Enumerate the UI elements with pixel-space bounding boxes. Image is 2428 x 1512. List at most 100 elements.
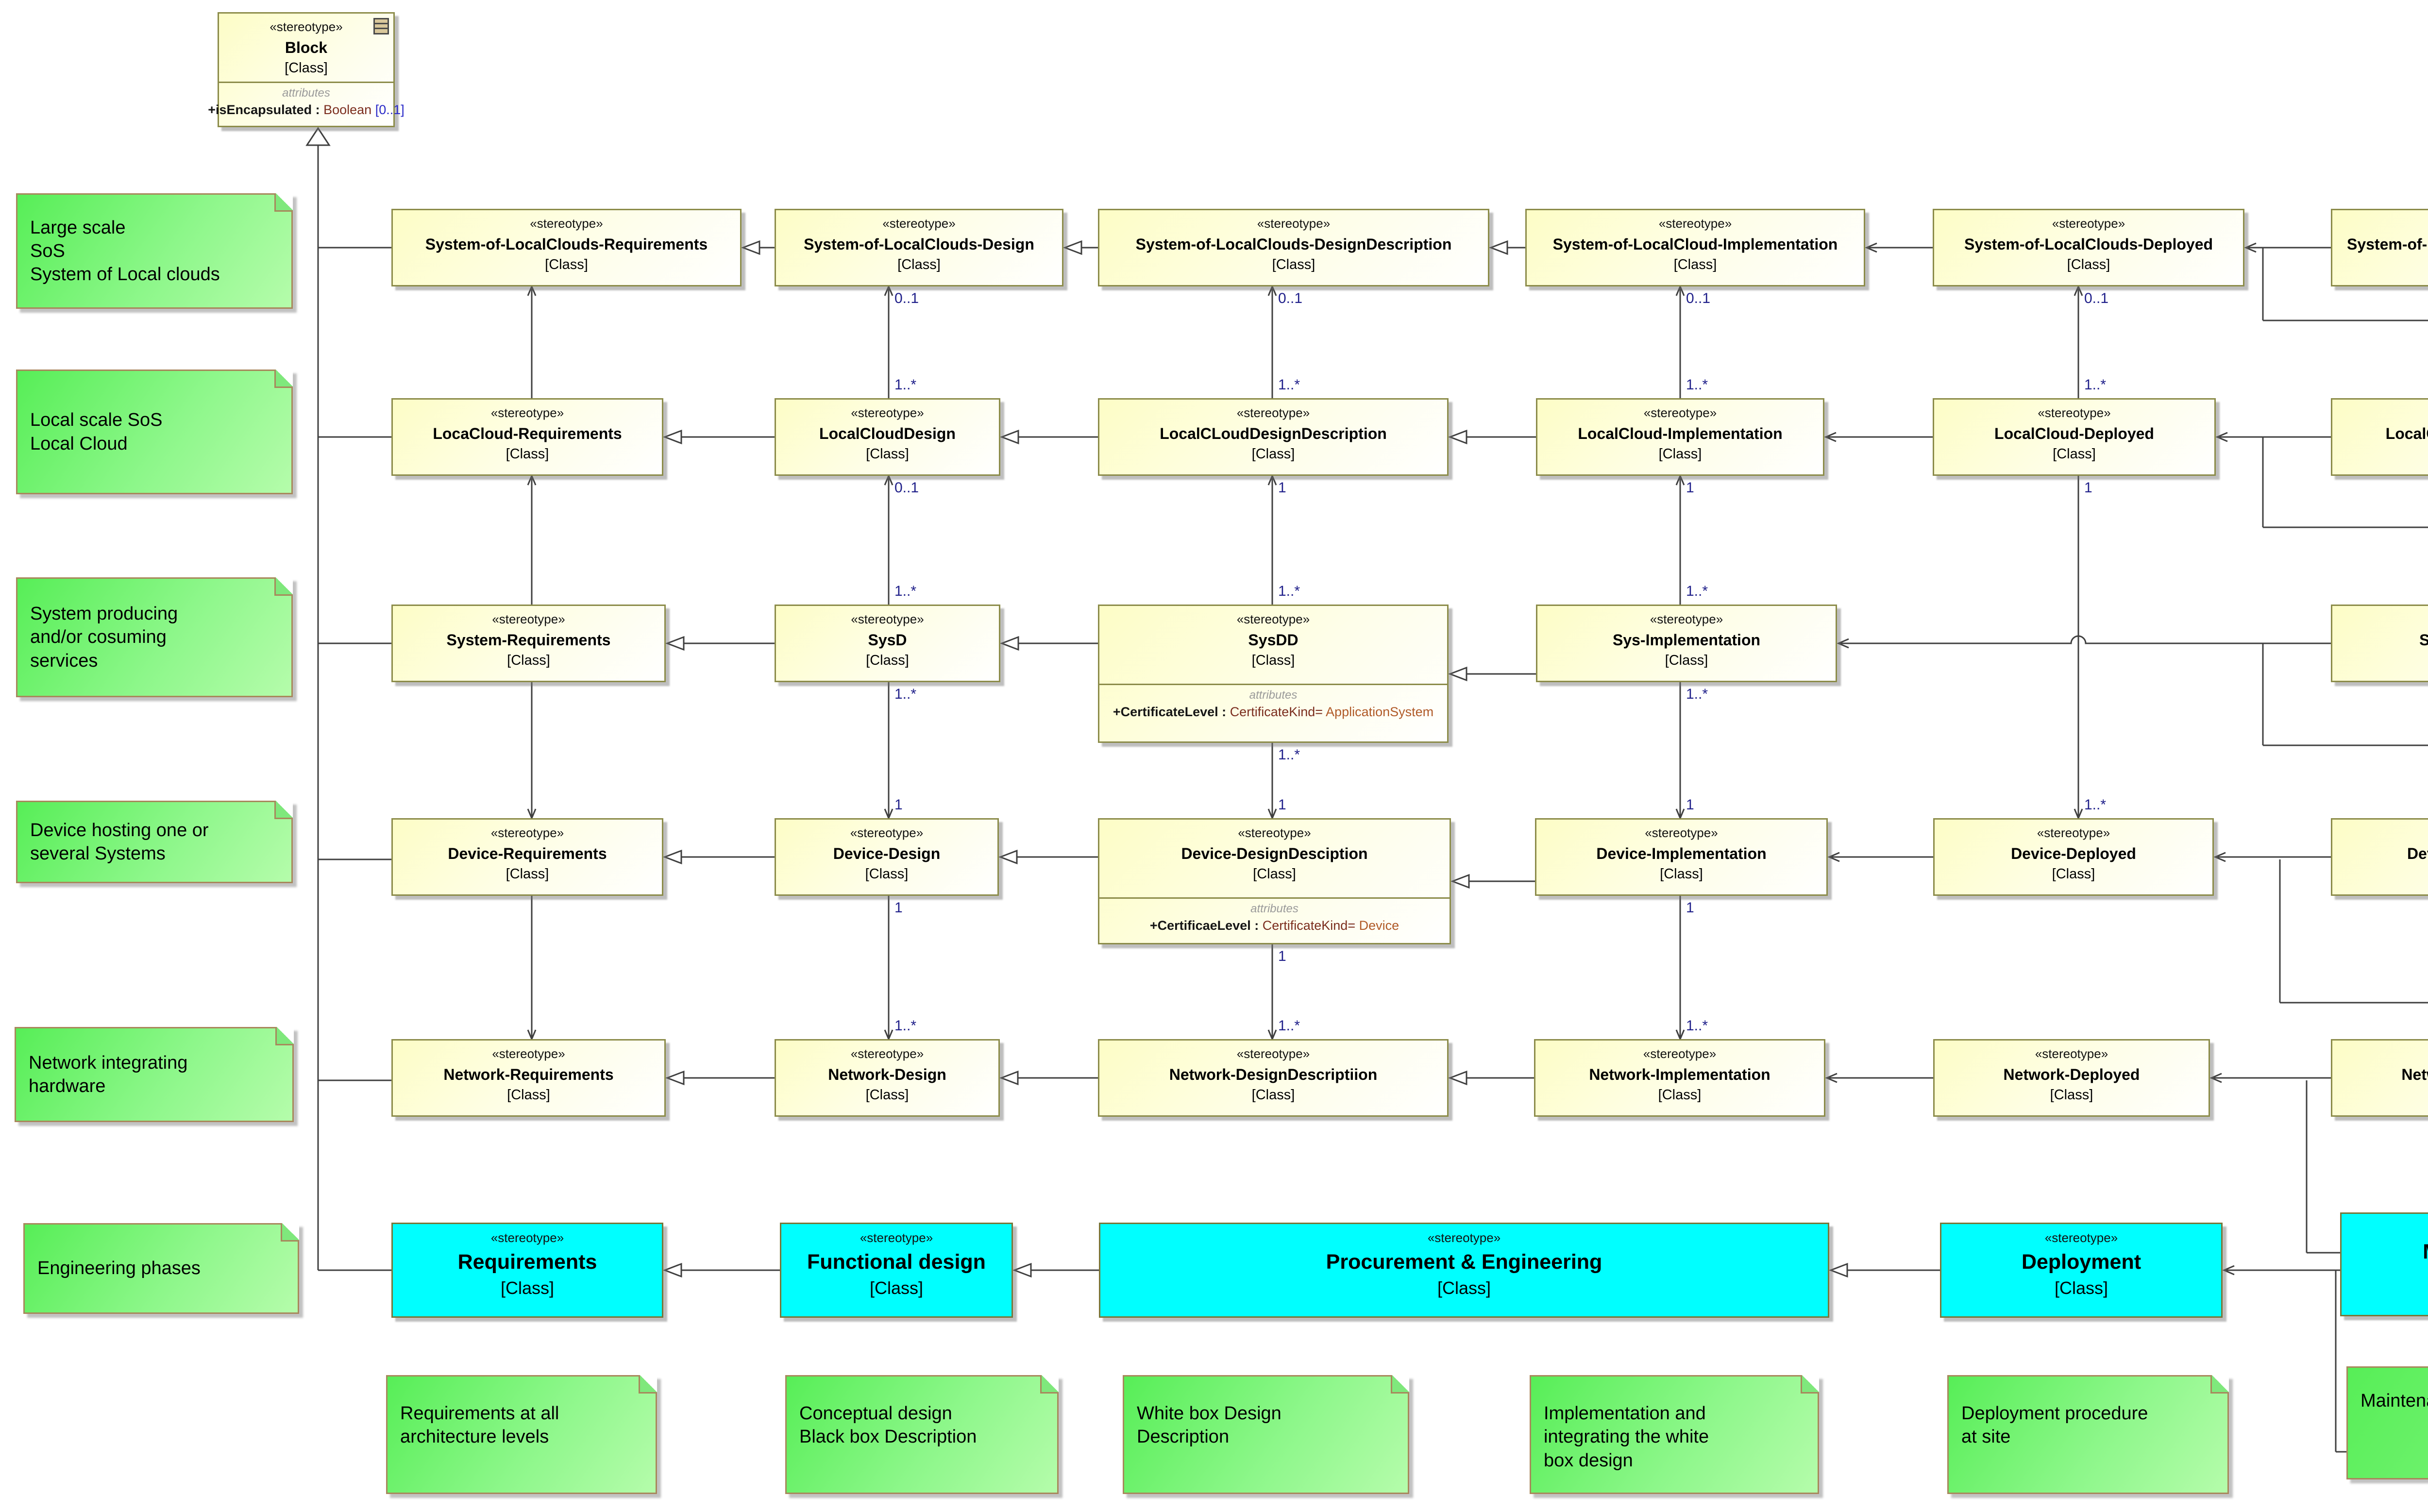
- class-box-r2c3[interactable]: «stereotype»LocalCLoudDesignDescription[…: [1098, 398, 1449, 476]
- multiplicity-label: 1..*: [1278, 747, 1300, 763]
- note-text-line: Conceptual design: [799, 1403, 952, 1424]
- class-kind: [Class]: [1272, 257, 1315, 272]
- attribute-part: ApplicationSystem: [1326, 705, 1434, 719]
- attribute-line: +CertificaeLevel : CertificateKind= Devi…: [1150, 918, 1399, 933]
- class-kind: [Class]: [285, 60, 328, 76]
- class-kind: [Class]: [507, 1087, 550, 1103]
- class-box-r5c3[interactable]: «stereotype»Network-DesignDescriptiion[C…: [1098, 1039, 1449, 1117]
- stereotype-label: «stereotype»: [850, 1046, 924, 1061]
- multiplicity-label: 1: [2084, 480, 2092, 496]
- stereotype-label: «stereotype»: [1658, 216, 1732, 231]
- class-kind: [Class]: [545, 257, 588, 272]
- note-text-line: Large scale: [30, 217, 126, 238]
- class-box-r3c6[interactable]: «stereotype»Sys-Maintenace[Class]: [2331, 605, 2428, 682]
- class-box-r1c3[interactable]: «stereotype»System-of-LocalClouds-Design…: [1098, 209, 1489, 286]
- class-box-r3c4[interactable]: «stereotype»Sys-Implementation[Class]: [1536, 605, 1837, 682]
- class-box-r5c1[interactable]: «stereotype»Network-Requirements[Class]: [391, 1039, 666, 1117]
- class-box-r1c2[interactable]: «stereotype» System-of-LocalClouds-Design…: [775, 209, 1063, 286]
- note-text-line: SoS: [30, 240, 65, 261]
- stereotype-label: «stereotype»: [492, 612, 565, 626]
- class-name: Block: [285, 39, 328, 56]
- class-name: Device-Deployed: [2011, 845, 2136, 862]
- class-name: SysD: [868, 631, 907, 649]
- stereotype-label: «stereotype»: [2044, 1230, 2118, 1245]
- class-box-r2c5[interactable]: «stereotype»LocalCloud-Deployed[Class]: [1933, 398, 2216, 476]
- stereotype-label: «stereotype»: [490, 825, 564, 840]
- class-box-ph2[interactable]: «stereotype»Functional design[Class]: [780, 1223, 1013, 1318]
- multiplicity-label: 1..*: [1686, 1018, 1708, 1034]
- class-name: Sys-Implementation: [1612, 631, 1761, 649]
- note-text-line: architecture levels: [400, 1427, 549, 1447]
- bottom-note-bn1[interactable]: Requirements at all architecture levels: [386, 1375, 657, 1494]
- class-name: Maintenance: [2423, 1240, 2428, 1264]
- note-text-line: Local Cloud: [30, 433, 128, 454]
- class-box-r5c6[interactable]: «stereotype»Network-Maintenace[Class]: [2331, 1039, 2428, 1117]
- class-box-ph3[interactable]: «stereotype»Procurement & Engineering[Cl…: [1099, 1223, 1829, 1318]
- class-name: System-of-LocalClouds-Design: [804, 235, 1034, 253]
- class-name: Network-Maintenace: [2401, 1066, 2428, 1083]
- class-box-r4c2[interactable]: «stereotype»Device-Design[Class]: [775, 818, 999, 896]
- class-box-r1c1[interactable]: «stereotype»System-of-LocalClouds-Requir…: [391, 209, 742, 286]
- bottom-note-bn6[interactable]: Maintenance & Evolution: [2346, 1366, 2428, 1479]
- multiplicity-label: 1: [1278, 797, 1286, 813]
- note-text-line: Requirements at all: [400, 1403, 559, 1424]
- class-box-block[interactable]: «stereotype»Block[Class]attributes+isEnc…: [208, 12, 405, 127]
- multiplicity-label: 1: [1686, 480, 1694, 496]
- side-note-n6[interactable]: Engineering phases: [23, 1223, 299, 1314]
- class-box-r5c4[interactable]: «stereotype»Network-Implementation[Class…: [1534, 1039, 1825, 1117]
- class-box-r5c2[interactable]: «stereotype»Network-Design[Class]: [775, 1039, 1000, 1117]
- attribute-part: +CertificaeLevel :: [1149, 918, 1263, 933]
- class-kind: [Class]: [1437, 1278, 1491, 1298]
- multiplicity-label: 1..*: [1278, 583, 1300, 599]
- class-name: Device-DesignDesciption: [1181, 845, 1368, 862]
- attribute-part: +isEncapsulated :: [208, 102, 324, 117]
- class-box-r4c3[interactable]: «stereotype»Device-DesignDesciption[Clas…: [1098, 818, 1451, 944]
- multiplicity-label: 1..*: [894, 377, 917, 393]
- attribute-part: Boolean: [323, 102, 375, 117]
- class-name: Requirements: [457, 1250, 597, 1274]
- class-box-r4c1[interactable]: «stereotype»Device-Requirements[Class]: [391, 818, 663, 896]
- class-box-r4c4[interactable]: «stereotype»Device-Implementation[Class]: [1535, 818, 1828, 896]
- class-box-r4c6[interactable]: «stereotype»Devcie-Maintenace[Class]: [2331, 818, 2428, 896]
- class-box-r1c5[interactable]: «stereotype»System-of-LocalClouds-Deploy…: [1933, 209, 2244, 286]
- note-text-line: System producing: [30, 604, 178, 624]
- class-box-r3c1[interactable]: «stereotype»System-Requirements[Class]: [391, 605, 666, 682]
- class-box-r3c3[interactable]: «stereotype»SysDD[Class]attributes+Certi…: [1098, 605, 1449, 743]
- class-kind: [Class]: [869, 1278, 924, 1298]
- class-box-r5c5[interactable]: «stereotype»Network-Deployed[Class]: [1933, 1039, 2210, 1117]
- stereotype-label: «stereotype»: [2052, 216, 2125, 231]
- class-name: LocalCloud-Maintenance: [2385, 425, 2428, 442]
- stereotype-label: «stereotype»: [850, 825, 924, 840]
- stereotype-label: «stereotype»: [860, 1230, 933, 1245]
- class-kind: [Class]: [897, 257, 941, 272]
- multiplicity-label: 0..1: [1686, 290, 1711, 306]
- class-box-r1c6[interactable]: «stereotype»System-of-LocalCloud-Mainten…: [2331, 209, 2428, 286]
- class-name: LocalCloud-Deployed: [1994, 425, 2154, 442]
- class-box-r2c1[interactable]: «stereotype»LocaCloud-Requirements[Class…: [391, 398, 663, 476]
- class-box-ph1[interactable]: «stereotype»Requirements[Class]: [391, 1223, 663, 1318]
- class-kind: [Class]: [2050, 1087, 2093, 1103]
- class-icon: [373, 18, 389, 34]
- class-box-r2c4[interactable]: «stereotype»LocalCloud-Implementation[Cl…: [1536, 398, 1824, 476]
- class-box-r2c6[interactable]: «stereotype»LocalCloud-Maintenance[Class…: [2331, 398, 2428, 476]
- multiplicity-label: 0..1: [894, 480, 919, 496]
- class-name: Deployment: [2021, 1250, 2141, 1274]
- note-text-line: integrating the white: [1544, 1427, 1709, 1447]
- class-box-ph4[interactable]: «stereotype»Deployment[Class]: [1940, 1223, 2223, 1318]
- stereotype-label: «stereotype»: [882, 216, 956, 231]
- class-box-r1c4[interactable]: «stereotype»System-of-LocalCloud-Impleme…: [1525, 209, 1865, 286]
- class-name: Network-Design: [828, 1066, 946, 1083]
- class-box-r2c2[interactable]: «stereotype»LocalCloudDesign[Class]: [775, 398, 1000, 476]
- class-box-r3c2[interactable]: «stereotype»SysD[Class]: [775, 605, 1000, 682]
- class-box-ph5[interactable]: «stereotype»Maintenance[Class]: [2340, 1212, 2428, 1316]
- class-box-r4c5[interactable]: «stereotype»Device-Deployed[Class]: [1933, 818, 2214, 896]
